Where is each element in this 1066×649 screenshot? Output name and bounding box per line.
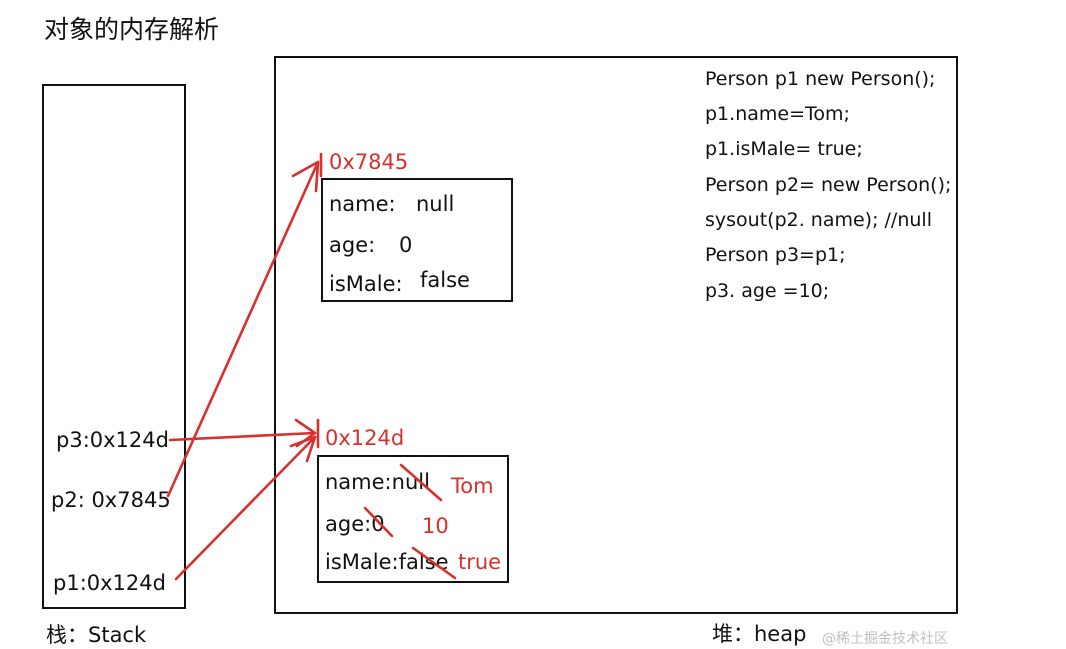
code-line-4: Person p2= new Person(); bbox=[705, 174, 952, 196]
stack-var-p3: p3:0x124d bbox=[56, 428, 169, 452]
code-line-5: sysout(p2. name); //null bbox=[705, 209, 932, 231]
object-a-field-age-value: 0 bbox=[399, 233, 413, 257]
arrow-p2-head bbox=[291, 160, 320, 193]
arrow-p2-to-object-a bbox=[166, 160, 320, 498]
object-a-field-name-value: null bbox=[416, 192, 455, 216]
stack-label: 栈：Stack bbox=[46, 623, 147, 647]
code-line-1: Person p1 new Person(); bbox=[705, 68, 936, 90]
stack-var-p2: p2: 0x7845 bbox=[51, 488, 171, 512]
strike-ismale-false bbox=[411, 546, 457, 580]
object-b-field-ismale-new-value: true bbox=[458, 550, 502, 574]
object-b-box bbox=[317, 455, 509, 583]
strike-age-0 bbox=[363, 506, 394, 538]
object-a-address: 0x7845 bbox=[329, 150, 409, 174]
object-a-field-name-label: name: bbox=[329, 192, 396, 216]
object-b-field-age: age:0 bbox=[325, 512, 385, 536]
object-b-address: 0x124d bbox=[325, 426, 405, 450]
object-a-field-age-label: age: bbox=[329, 233, 376, 257]
stack-var-p1: p1:0x124d bbox=[53, 571, 166, 595]
code-line-2: p1.name=Tom; bbox=[705, 103, 850, 125]
code-line-7: p3. age =10; bbox=[705, 280, 830, 302]
watermark: @稀土掘金技术社区 bbox=[822, 631, 948, 647]
diagram-title: 对象的内存解析 bbox=[44, 15, 220, 44]
object-b-field-ismale: isMale:false bbox=[325, 550, 449, 574]
object-a-box bbox=[321, 178, 513, 302]
stack-frame bbox=[42, 84, 186, 609]
object-b-field-name-new-value: Tom bbox=[451, 474, 494, 498]
arrow-p3-to-object-b bbox=[168, 431, 317, 442]
arrow-p1-head bbox=[289, 435, 317, 463]
object-a-field-ismale-label: isMale: bbox=[329, 272, 403, 296]
arrow-p1-to-object-b bbox=[174, 435, 317, 581]
object-b-field-age-new-value: 10 bbox=[422, 514, 449, 538]
heap-frame bbox=[274, 56, 958, 614]
object-a-field-ismale-value: false bbox=[420, 268, 470, 292]
code-line-3: p1.isMale= true; bbox=[705, 138, 863, 160]
code-line-6: Person p3=p1; bbox=[705, 244, 846, 266]
heap-label: 堆：heap bbox=[712, 622, 807, 646]
strike-name-null bbox=[399, 463, 443, 502]
